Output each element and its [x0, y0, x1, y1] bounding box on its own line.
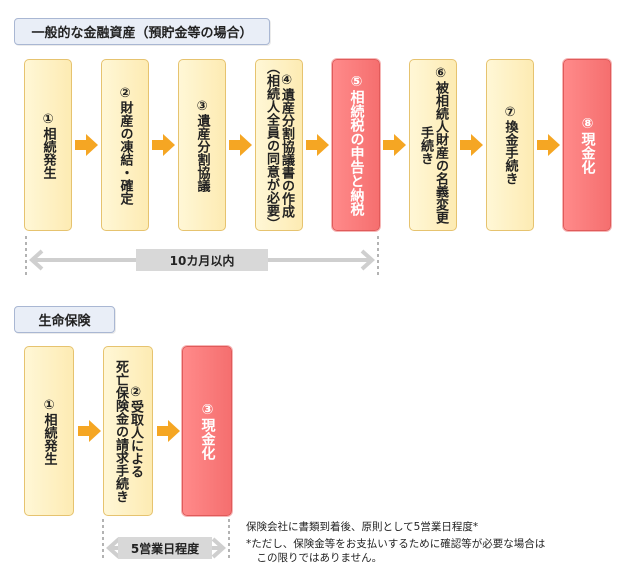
- section-title-life-insurance: 生命保険: [14, 306, 115, 333]
- arrow-right-icon: [537, 134, 560, 156]
- general-step-1-text: ①相続発生: [40, 111, 56, 179]
- life-step-2-text: 死亡保険金の請求手続き: [113, 359, 128, 503]
- general-step-3: ③遺産分割協議: [178, 59, 226, 231]
- arrow-right-icon: [157, 420, 180, 442]
- arrow-right-icon: [229, 134, 252, 156]
- general-step-2-text: ②財産の凍結・確定: [117, 85, 133, 205]
- general-step-2: ②財産の凍結・確定: [101, 59, 149, 231]
- period-label-life: 5営業日程度: [118, 537, 212, 559]
- general-step-4-text: （相続人全員の同意が必要）: [264, 60, 279, 230]
- period-label-general: 10カ月以内: [136, 249, 268, 271]
- arrow-right-icon: [383, 134, 406, 156]
- general-step-3-text: ③遺産分割協議: [194, 98, 210, 192]
- note-line-2: *ただし、保険金等をお支払いするために確認等が必要な場合は: [246, 538, 546, 550]
- life-step-1-text: ①相続発生: [41, 397, 57, 465]
- life-step-1: ①相続発生: [24, 346, 74, 516]
- arrow-right-icon: [152, 134, 175, 156]
- note-line-1: 保険会社に書類到着後、原則として5営業日程度*: [246, 521, 479, 533]
- general-step-8-text: ⑧現金化: [579, 116, 596, 174]
- arrow-right-icon: [460, 134, 483, 156]
- general-step-7-text: ⑦換金手続き: [502, 105, 518, 185]
- general-step-7: ⑦換金手続き: [486, 59, 534, 231]
- life-step-2-text: ②受取人による: [128, 384, 143, 478]
- general-step-8: ⑧現金化: [563, 59, 611, 231]
- life-step-3-text: ③現金化: [199, 402, 216, 460]
- general-step-6-text: ⑥被相続人財産の名義変更: [433, 66, 448, 224]
- arrow-right-icon: [75, 134, 98, 156]
- general-step-4-text: ④遺産分割協議書の作成: [279, 72, 294, 218]
- general-step-6-text: 手続き: [418, 125, 433, 165]
- general-step-6: ⑥被相続人財産の名義変更手続き: [409, 59, 457, 231]
- general-step-4: ④遺産分割協議書の作成（相続人全員の同意が必要）: [255, 59, 303, 231]
- general-step-5: ⑤相続税の申告と納税: [332, 59, 380, 231]
- general-step-5-text: ⑤相続税の申告と納税: [348, 74, 365, 216]
- note-line-3: この限りではありません。: [246, 552, 383, 564]
- life-step-3: ③現金化: [182, 346, 232, 516]
- section-title-general-assets: 一般的な金融資産（預貯金等の場合）: [14, 18, 270, 45]
- life-step-2: ②受取人による死亡保険金の請求手続き: [103, 346, 153, 516]
- arrow-right-icon: [78, 420, 101, 442]
- arrow-right-icon: [306, 134, 329, 156]
- general-step-1: ①相続発生: [24, 59, 72, 231]
